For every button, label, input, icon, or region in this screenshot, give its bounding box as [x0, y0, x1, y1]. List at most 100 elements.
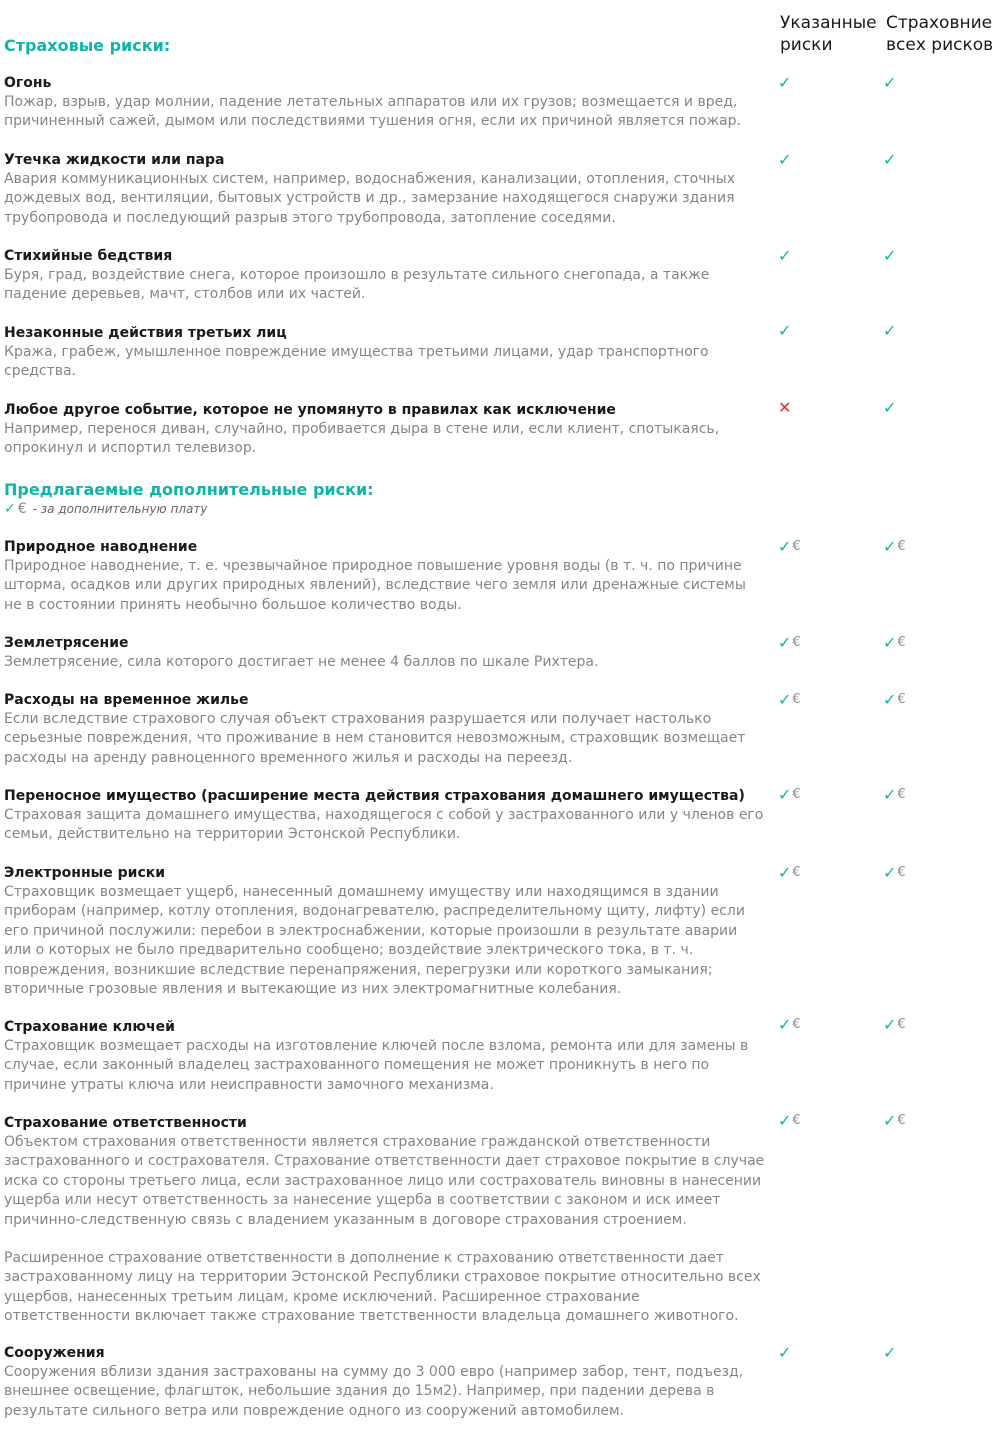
check-icon: ✓ — [778, 1015, 792, 1034]
status-cell: ✓€ — [883, 864, 906, 882]
check-icon: ✓ — [883, 398, 897, 417]
check-icon: ✓ — [883, 863, 897, 882]
status-cell: ✓€ — [778, 786, 801, 804]
check-icon: ✓ — [778, 690, 792, 709]
check-icon: ✓ — [778, 150, 792, 169]
status-cell: ✓ — [778, 247, 791, 265]
extra-risk-item: Расходы на временное жилье Если вследств… — [4, 691, 768, 768]
status-cell: ✓€ — [883, 634, 906, 652]
check-icon: ✓ — [883, 150, 897, 169]
status-cell: ✓ — [883, 1344, 896, 1362]
extra-risk-item: Переносное имущество (расширение места д… — [4, 787, 768, 845]
legend-text: - за дополнительную плату — [32, 502, 208, 516]
risk-item: Незаконные действия третьих лиц Кража, г… — [4, 324, 768, 382]
check-icon: ✓ — [778, 633, 792, 652]
risk-description: Пожар, взрыв, удар молнии, падение летат… — [4, 94, 741, 130]
risk-title: Незаконные действия третьих лиц — [4, 325, 287, 341]
status-cell: ✓€ — [778, 1112, 801, 1130]
check-icon: ✓ — [778, 246, 792, 265]
status-cell: ✓ — [778, 322, 791, 340]
check-icon: ✓ — [883, 690, 897, 709]
extra-risk-item: Электронные риски Страховщик возмещает у… — [4, 864, 768, 999]
check-icon: ✓ — [778, 1111, 792, 1130]
column-header-all-risks: Страховние всех рисков — [886, 13, 994, 55]
check-icon: ✓ — [778, 73, 792, 92]
status-cell: ✓ — [778, 74, 791, 92]
euro-icon: € — [792, 692, 801, 707]
risk-title: Переносное имущество (расширение места д… — [4, 788, 745, 804]
status-cell: ✓ — [778, 1344, 791, 1362]
risk-title: Страхование ответственности — [4, 1115, 247, 1131]
risk-description: Страховщик возмещает расходы на изготовл… — [4, 1038, 749, 1093]
status-cell: ✓ — [883, 151, 896, 169]
extra-risk-item: Природное наводнение Природное наводнени… — [4, 538, 768, 615]
extra-risk-item: Сооружения Сооружения вблизи здания заст… — [4, 1344, 768, 1421]
check-icon: ✓ — [4, 501, 16, 517]
risk-description: Расширенное страхование ответственности … — [4, 1250, 761, 1325]
risk-description: Если вследствие страхового случая объект… — [4, 711, 746, 766]
risk-description: Страховая защита домашнего имущества, на… — [4, 807, 764, 843]
check-icon: ✓ — [778, 863, 792, 882]
column-header-specified-risks: Указанные риски — [780, 13, 877, 55]
check-icon: ✓ — [778, 1343, 792, 1362]
check-icon: ✓ — [778, 321, 792, 340]
euro-icon: € — [897, 1017, 906, 1032]
risk-item: Утечка жидкости или пара Авария коммуник… — [4, 151, 768, 228]
check-icon: ✓ — [883, 633, 897, 652]
risk-title: Стихийные бедствия — [4, 248, 173, 264]
paid-extra-legend: ✓ € - за дополнительную плату — [4, 501, 207, 517]
cross-icon: ✕ — [778, 398, 792, 417]
check-icon: ✓ — [883, 1015, 897, 1034]
euro-icon: € — [17, 501, 27, 517]
status-cell: ✓ — [883, 74, 896, 92]
status-cell: ✓ — [883, 247, 896, 265]
status-cell: ✓€ — [778, 864, 801, 882]
extra-risk-item: Страхование ключей Страховщик возмещает … — [4, 1018, 768, 1095]
euro-icon: € — [792, 1113, 801, 1128]
risk-description: Буря, град, воздействие снега, которое п… — [4, 267, 710, 303]
euro-icon: € — [897, 1113, 906, 1128]
check-icon: ✓ — [883, 1111, 897, 1130]
risk-description: Объектом страхования ответственности явл… — [4, 1134, 765, 1228]
risk-title: Любое другое событие, которое не упомяну… — [4, 402, 616, 418]
euro-icon: € — [792, 787, 801, 802]
check-icon: ✓ — [883, 73, 897, 92]
risk-item: Огонь Пожар, взрыв, удар молнии, падение… — [4, 74, 768, 132]
risk-title: Страхование ключей — [4, 1019, 175, 1035]
status-cell: ✓ — [883, 322, 896, 340]
euro-icon: € — [897, 539, 906, 554]
risk-title: Утечка жидкости или пара — [4, 152, 225, 168]
risk-title: Сооружения — [4, 1345, 105, 1361]
check-icon: ✓ — [883, 321, 897, 340]
risk-title: Землетрясение — [4, 635, 129, 651]
check-icon: ✓ — [883, 537, 897, 556]
risk-description: Сооружения вблизи здания застрахованы на… — [4, 1364, 744, 1419]
euro-icon: € — [792, 865, 801, 880]
status-cell: ✕ — [778, 399, 791, 417]
section-title-insurance-risks: Страховые риски: — [4, 36, 171, 55]
status-cell: ✓€ — [883, 538, 906, 556]
euro-icon: € — [792, 635, 801, 650]
check-icon: ✓ — [883, 785, 897, 804]
extra-risk-item: Землетрясение Землетрясение, сила которо… — [4, 634, 768, 672]
status-cell: ✓€ — [778, 691, 801, 709]
euro-icon: € — [897, 787, 906, 802]
status-cell: ✓€ — [883, 1112, 906, 1130]
risk-description: Землетрясение, сила которого достигает н… — [4, 654, 599, 670]
risk-item: Любое другое событие, которое не упомяну… — [4, 401, 768, 459]
check-icon: ✓ — [778, 537, 792, 556]
risk-description: Страховщик возмещает ущерб, нанесенный д… — [4, 884, 745, 998]
euro-icon: € — [897, 865, 906, 880]
check-icon: ✓ — [778, 785, 792, 804]
risk-title: Природное наводнение — [4, 539, 198, 555]
risk-title: Расходы на временное жилье — [4, 692, 249, 708]
status-cell: ✓ — [778, 151, 791, 169]
status-cell: ✓€ — [778, 1016, 801, 1034]
euro-icon: € — [792, 539, 801, 554]
euro-icon: € — [792, 1017, 801, 1032]
risk-title: Огонь — [4, 75, 52, 91]
status-cell: ✓ — [883, 399, 896, 417]
risk-item: Стихийные бедствия Буря, град, воздейств… — [4, 247, 768, 305]
euro-icon: € — [897, 635, 906, 650]
